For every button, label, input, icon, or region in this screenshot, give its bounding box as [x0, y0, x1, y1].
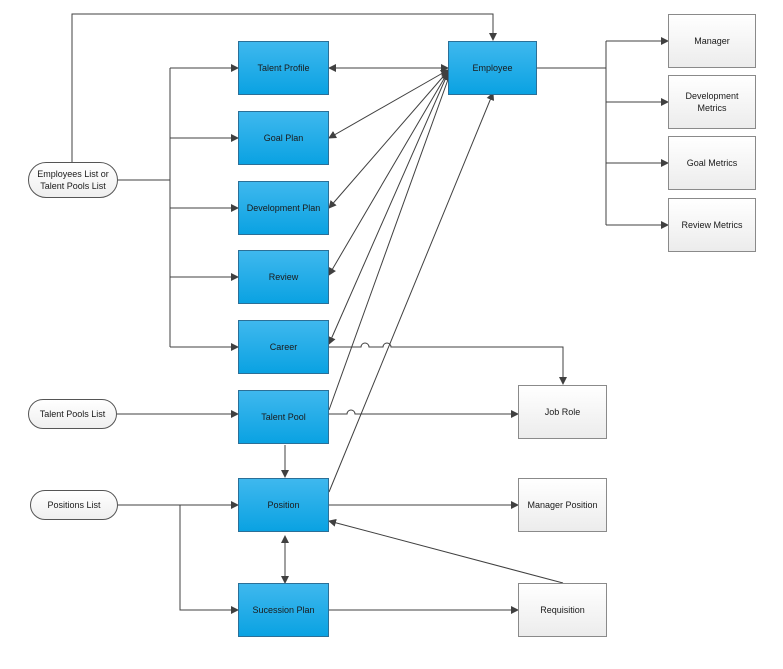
- career-box[interactable]: Career: [238, 320, 329, 374]
- employee-box[interactable]: Employee: [448, 41, 537, 95]
- requisition-label: Requisition: [540, 605, 585, 615]
- job-role-box[interactable]: Job Role: [518, 385, 607, 439]
- review-metrics-box[interactable]: Review Metrics: [668, 198, 756, 252]
- goal-plan-label: Goal Plan: [263, 133, 304, 143]
- goal-metrics-label: Goal Metrics: [686, 158, 738, 168]
- connector-list-to-employee: [71, 13, 497, 165]
- talent-profile-box[interactable]: Talent Profile: [238, 41, 329, 95]
- connector-development-plan-employee: [328, 70, 449, 209]
- employee-label: Employee: [472, 63, 513, 73]
- requisition-box[interactable]: Requisition: [518, 583, 607, 637]
- talent-pools-list-label: Talent Pools List: [39, 409, 106, 419]
- manager-position-box[interactable]: Manager Position: [518, 478, 607, 532]
- career-label: Career: [269, 342, 298, 352]
- review-metrics-label: Review Metrics: [681, 220, 743, 230]
- positions-list-label: Positions List: [47, 500, 101, 510]
- employees-list-node[interactable]: Employees List or Talent Pools List: [28, 162, 118, 198]
- review-label: Review: [268, 272, 299, 282]
- development-plan-box[interactable]: Development Plan: [238, 181, 329, 235]
- succession-plan-label: Sucession Plan: [252, 605, 315, 615]
- job-role-label: Job Role: [544, 407, 581, 417]
- succession-plan-box[interactable]: Sucession Plan: [238, 583, 329, 637]
- talent-pools-list-node[interactable]: Talent Pools List: [28, 399, 117, 429]
- development-metrics-label: Development Metrics: [685, 91, 739, 113]
- goal-metrics-box[interactable]: Goal Metrics: [668, 136, 756, 190]
- connector-requisition-position: [328, 518, 564, 584]
- connector-talent-pool-employee: [328, 73, 452, 411]
- talent-profile-label: Talent Profile: [257, 63, 310, 73]
- review-box[interactable]: Review: [238, 250, 329, 304]
- goal-plan-box[interactable]: Goal Plan: [238, 111, 329, 165]
- talent-pool-label: Talent Pool: [261, 412, 306, 422]
- development-metrics-box[interactable]: Development Metrics: [668, 75, 756, 129]
- employees-list-label: Employees List or Talent Pools List: [37, 169, 109, 191]
- positions-list-node[interactable]: Positions List: [30, 490, 118, 520]
- position-box[interactable]: Position: [238, 478, 329, 532]
- connector-career-employee: [328, 72, 449, 345]
- talent-pool-box[interactable]: Talent Pool: [238, 390, 329, 444]
- development-plan-label: Development Plan: [246, 203, 321, 213]
- connector-talent-pool-job-role: [329, 409, 519, 418]
- position-label: Position: [267, 500, 300, 510]
- manager-box[interactable]: Manager: [668, 14, 756, 68]
- connector-career-job-role: [329, 342, 567, 385]
- connector-positions-list-succession: [179, 505, 239, 614]
- connector-position-employee: [328, 92, 495, 493]
- manager-position-label: Manager Position: [527, 500, 598, 510]
- manager-label: Manager: [694, 36, 730, 46]
